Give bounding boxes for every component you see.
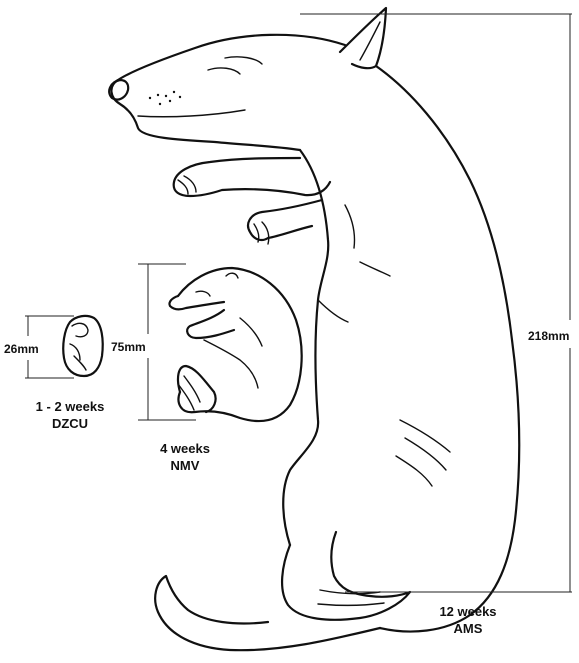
large-whisker-dots — [149, 91, 181, 105]
large-ear — [340, 8, 386, 68]
large-mouth-line — [138, 110, 245, 117]
measure-218mm — [300, 14, 572, 592]
length-label-75mm: 75mm — [111, 340, 146, 354]
medium-belly-line — [240, 318, 262, 346]
specimen-12-weeks-drawing — [109, 8, 519, 650]
large-foreleg-lower — [248, 200, 322, 240]
large-brow — [225, 57, 262, 64]
small-head — [72, 323, 88, 336]
specimen-1-2-weeks-drawing — [63, 316, 102, 376]
large-flank-wrinkles — [396, 420, 450, 486]
medium-ear — [226, 273, 238, 278]
age-label-12-weeks: 12 weeks — [439, 604, 496, 619]
medium-forelimb — [187, 310, 234, 338]
medium-body-outline — [178, 268, 302, 421]
large-ear-inner — [360, 22, 380, 60]
medium-forelimb-detail — [204, 340, 258, 388]
large-back-outline — [376, 66, 519, 632]
length-label-26mm: 26mm — [4, 342, 39, 356]
medium-hindfoot — [178, 376, 200, 410]
large-shoulder-lines — [345, 205, 390, 276]
collection-label-dzcu: DZCU — [52, 416, 88, 431]
length-label-218mm: 218mm — [528, 329, 569, 343]
medium-head — [169, 296, 224, 309]
large-eye — [208, 68, 240, 74]
specimen-4-weeks-drawing — [169, 268, 301, 421]
collection-label-ams: AMS — [454, 621, 483, 636]
small-limbs — [70, 344, 86, 370]
large-forepaw-toes — [178, 176, 196, 194]
small-body-outline — [63, 316, 102, 376]
medium-hindlimb — [178, 366, 216, 412]
large-tail — [155, 576, 380, 650]
medium-eye — [196, 291, 210, 296]
collection-label-nmv: NMV — [171, 458, 200, 473]
large-head-outline — [111, 35, 345, 150]
large-hindleg — [282, 532, 410, 620]
large-foreleg-upper — [174, 158, 330, 196]
age-label-4-weeks: 4 weeks — [160, 441, 210, 456]
age-label-1-2-weeks: 1 - 2 weeks — [36, 399, 105, 414]
large-armpit — [318, 300, 348, 322]
large-chest-outline — [283, 150, 328, 545]
